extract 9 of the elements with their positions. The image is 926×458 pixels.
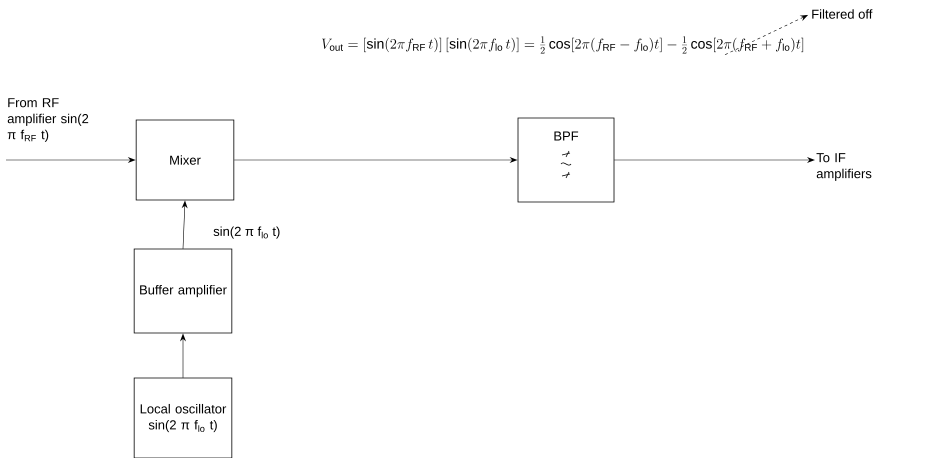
filter-box: BPF [518, 118, 614, 202]
output-label: Filtered off [812, 9, 872, 19]
edge-label: sin(2 π f$_{lo}$ t) [212, 225, 282, 240]
input-label: From RF amplifier sin(2 π f$_{RF}$ t) [8, 98, 88, 142]
amplifier-box: Buffer amplifier [134, 248, 232, 334]
mixer-box: Mixer [136, 120, 234, 200]
equation: $V_{\mathrm{out}} = [\sin(2\pi f_{\mathrm{RF}}\,t)]\,[\sin(2\pi f_{\mathrm{lo}}\,t)] = \frac{1}{2}\cos[2\pi(f_{\mathrm{RF}}-f_{\mathrm{lo}})t] - \frac{1}{2}\cos[2\pi(f_{\mathrm{RF}}+f_{\mathrm{lo}})t]$ [322, 36, 804, 54]
output-label: To IF amplifiers [816, 153, 872, 181]
oscillator-box: Local oscillator sin(2 π f$_{lo}$ t) [134, 378, 232, 458]
